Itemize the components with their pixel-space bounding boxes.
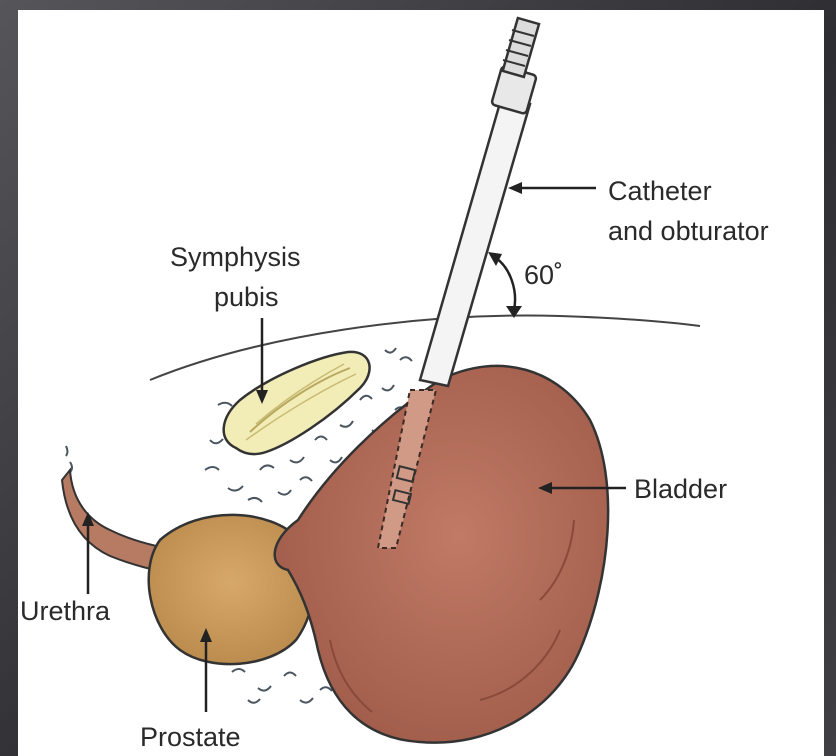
label-symphysis-line2: pubis xyxy=(214,282,279,312)
label-angle: 60˚ xyxy=(524,260,563,290)
label-bladder: Bladder xyxy=(634,474,727,504)
label-catheter-line1: Catheter xyxy=(608,176,712,206)
label-symphysis-line1: Symphysis xyxy=(170,242,301,272)
catheter-leader-arrow xyxy=(508,182,522,194)
label-prostate: Prostate xyxy=(140,722,241,752)
angle-arc xyxy=(496,258,515,310)
catheter-shaft xyxy=(420,18,539,386)
symphysis-pubis-bone xyxy=(224,352,370,454)
label-urethra: Urethra xyxy=(20,596,111,626)
angle-arrow-top xyxy=(488,252,502,266)
label-catheter-line2: and obturator xyxy=(608,216,769,246)
bladder-organ xyxy=(275,366,608,743)
